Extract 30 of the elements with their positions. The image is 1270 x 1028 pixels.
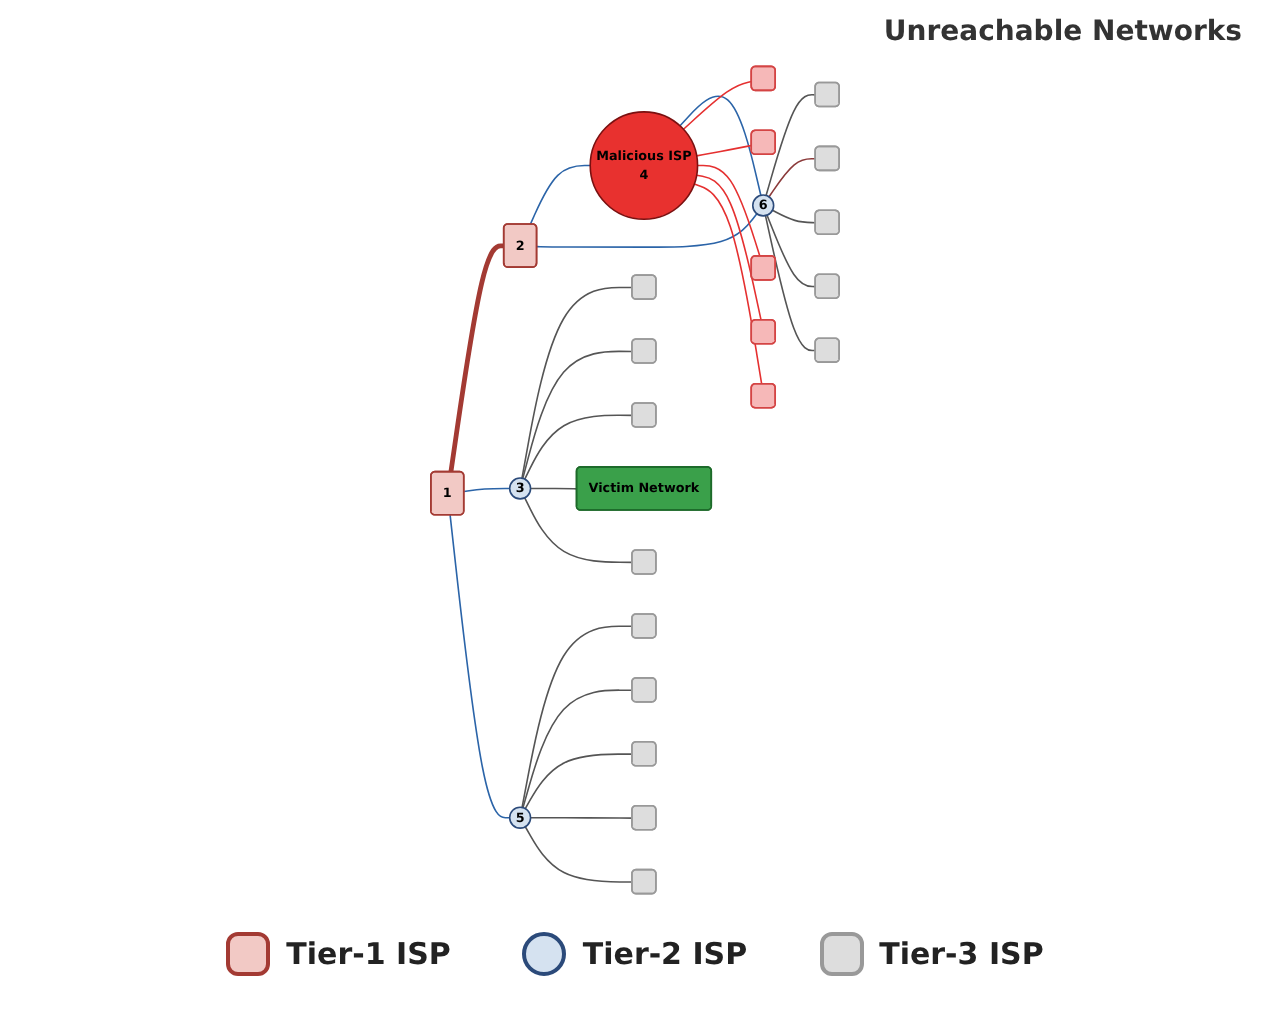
connector: [536, 212, 758, 248]
connector: [765, 94, 817, 197]
connector: [448, 243, 505, 473]
connector: [679, 95, 762, 197]
connector: [682, 80, 753, 131]
connector: [523, 414, 634, 480]
connector: [523, 497, 634, 564]
connector: [771, 209, 817, 224]
connector: [522, 350, 634, 480]
connector: [521, 625, 634, 809]
connector: [766, 214, 817, 288]
connector: [529, 816, 634, 819]
connector: [693, 183, 763, 385]
connector: [521, 286, 634, 479]
connector: [696, 164, 761, 258]
connector: [529, 487, 578, 490]
connector: [695, 144, 753, 157]
connector: [449, 514, 511, 819]
connector: [768, 157, 817, 198]
legend-label: Tier-3 ISP: [879, 936, 1044, 972]
connector: [463, 487, 511, 493]
note-text: Unreachable Networks: [883, 16, 1242, 48]
connector: [524, 753, 634, 810]
connector: [522, 689, 634, 809]
connector: [529, 164, 592, 226]
connector: [764, 214, 817, 352]
connector: [524, 825, 634, 883]
connector: [695, 174, 762, 321]
legend-label: Tier-1 ISP: [286, 936, 451, 972]
legend-label: Tier-2 ISP: [582, 936, 748, 972]
